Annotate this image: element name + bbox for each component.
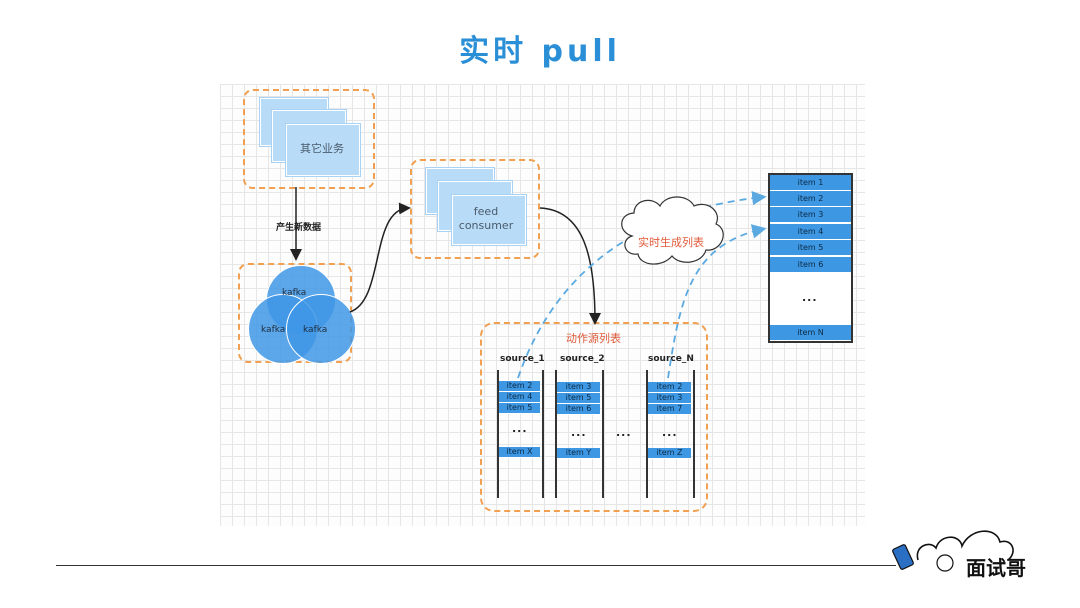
source-1-item-3: item 5: [499, 403, 540, 414]
source-2-item-3: item 6: [557, 404, 600, 415]
kafka-label-right: kafka: [303, 325, 328, 335]
source-1-item-last: item X: [499, 447, 540, 458]
source-n-ellipsis: ...: [662, 426, 678, 439]
cloud-label: 实时生成列表: [638, 235, 704, 249]
cloud-shape: [621, 196, 724, 265]
brand-name: 面试哥: [966, 556, 1026, 580]
realtime-list: item 1 item 2 item 3 item 4 item 5 item …: [768, 173, 853, 343]
source-2-column: [555, 370, 604, 498]
realtime-list-item-3: item 3: [770, 207, 851, 223]
produce-data-label: 产生新数据: [276, 223, 322, 233]
dashed-arrow-sourcen-to-list: [667, 224, 767, 379]
kafka-label-left: kafka: [261, 325, 286, 335]
source-1-item-1: item 2: [499, 381, 540, 392]
realtime-list-item-6: item 6: [770, 257, 851, 273]
kafka-node-right: [286, 294, 356, 364]
source-1-item-2: item 4: [499, 392, 540, 403]
source-1-header: source_1: [500, 354, 545, 364]
realtime-list-item-last: item N: [770, 325, 851, 341]
source-2-item-last: item Y: [557, 448, 600, 459]
realtime-list-item-5: item 5: [770, 240, 851, 256]
realtime-list-item-2: item 2: [770, 191, 851, 207]
source-n-column: [646, 370, 695, 498]
source-n-item-2: item 3: [648, 393, 691, 404]
realtime-list-ellipsis: ...: [802, 291, 818, 304]
feed-consumer-card-front: [452, 195, 526, 245]
realtime-list-item-4: item 4: [770, 224, 851, 240]
source-2-item-2: item 5: [557, 393, 600, 404]
kafka-label-top: kafka: [282, 288, 307, 298]
columns-ellipsis: ...: [616, 426, 632, 439]
realtime-list-item-1: item 1: [770, 175, 851, 191]
source-n-item-3: item 7: [648, 404, 691, 415]
footer-divider: [56, 565, 896, 566]
source-1-ellipsis: ...: [512, 422, 528, 435]
feed-consumer-label-line2: consumer: [458, 219, 514, 232]
source-2-ellipsis: ...: [571, 426, 587, 439]
arrow-feed-to-source-list: [539, 207, 601, 325]
dashed-arrow-source1-to-list: [517, 190, 767, 379]
other-business-label: 其它业务: [300, 142, 344, 155]
feed-consumer-group: [410, 159, 540, 259]
source-1-column: [497, 370, 544, 498]
source-n-item-1: item 2: [648, 382, 691, 393]
source-2-header: source_2: [560, 354, 605, 364]
action-source-label: 动作源列表: [566, 332, 621, 345]
source-2-item-1: item 3: [557, 382, 600, 393]
source-n-item-last: item Z: [648, 448, 691, 459]
other-business-group: [243, 89, 375, 189]
arrow-kafka-to-feed: [349, 202, 411, 313]
feed-consumer-label-line1: feed: [473, 205, 499, 218]
other-business-card-front: [286, 124, 360, 176]
page-title: 实时 pull: [459, 34, 621, 69]
